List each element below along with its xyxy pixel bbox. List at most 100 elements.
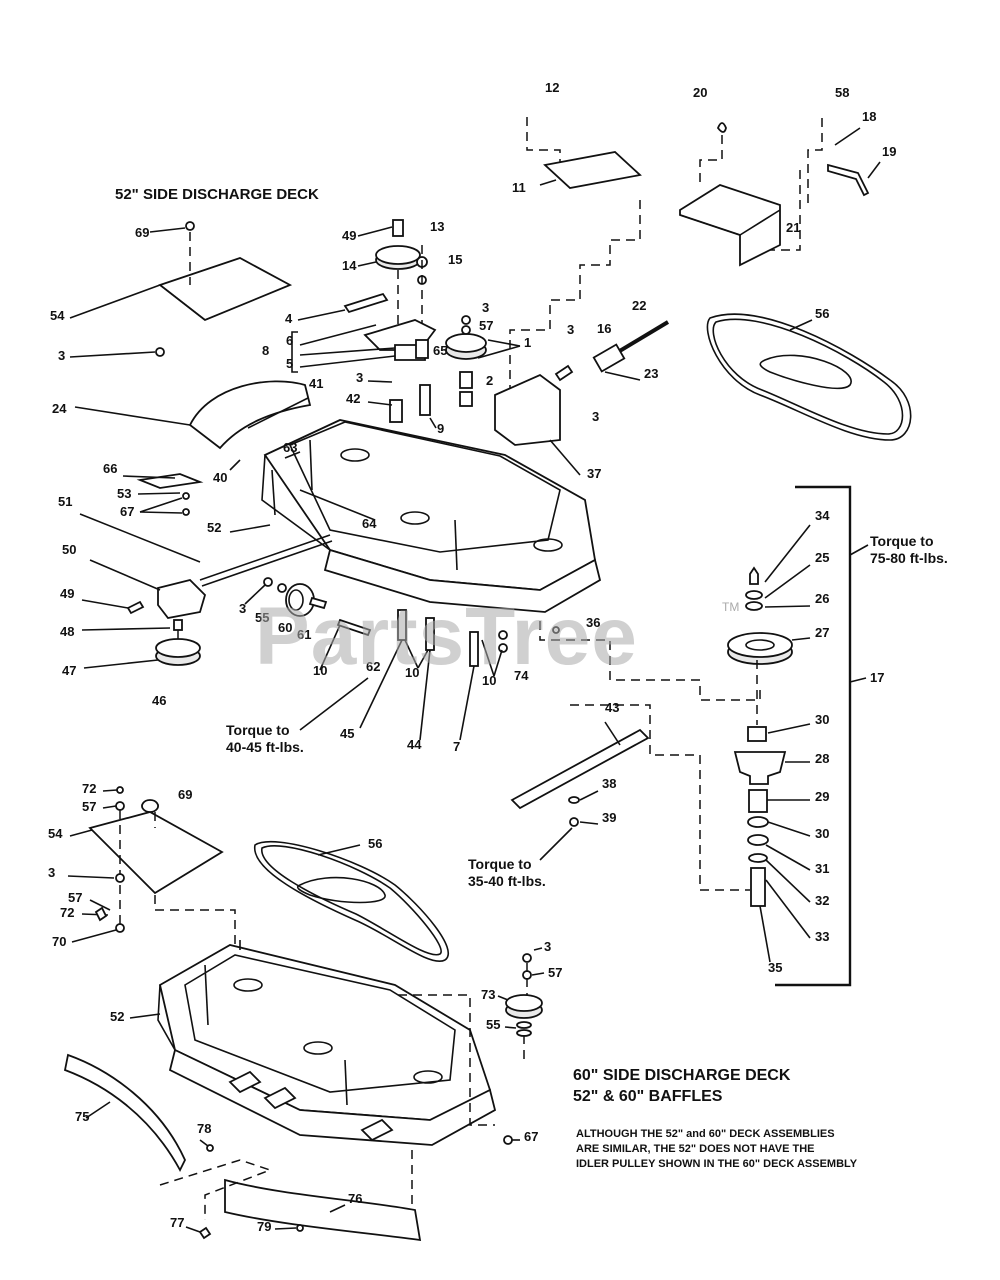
assembly-note: ALTHOUGH THE 52" and 60" DECK ASSEMBLIES… <box>576 1127 857 1172</box>
torque-note-line: 35-40 ft-lbs. <box>468 873 546 889</box>
part-callout-10: 10 <box>482 673 496 688</box>
part-callout-52: 52 <box>207 520 221 535</box>
part-callout-57: 57 <box>479 318 493 333</box>
part-callout-40: 40 <box>213 470 227 485</box>
part-callout-49: 49 <box>342 228 356 243</box>
part-callout-41: 41 <box>309 376 323 391</box>
part-21-mounting-plate <box>679 184 781 267</box>
part-callout-25: 25 <box>815 550 829 565</box>
part-callout-55: 55 <box>255 610 269 625</box>
part-callout-63: 63 <box>283 440 297 455</box>
part-callout-67: 67 <box>120 504 134 519</box>
part-callout-19: 19 <box>882 144 896 159</box>
part-callout-52: 52 <box>110 1009 124 1024</box>
torque-note-line: 75-80 ft-lbs. <box>870 550 948 566</box>
part-callout-24: 24 <box>52 401 67 416</box>
top-hardware-group <box>509 117 881 395</box>
part-callout-22: 22 <box>632 298 646 313</box>
gauge-wheel-60 <box>244 577 328 617</box>
watermark-trademark: TM <box>722 600 740 614</box>
part-callout-28: 28 <box>815 751 829 766</box>
watermark-text: PartsTree <box>255 591 638 682</box>
part-callout-21: 21 <box>786 220 800 235</box>
part-callout-3: 3 <box>544 939 551 954</box>
part-callout-75: 75 <box>75 1109 89 1124</box>
torque-note-line: Torque to <box>226 722 290 738</box>
part-callout-53: 53 <box>117 486 131 501</box>
part-callout-8: 8 <box>262 343 269 358</box>
deck60-cover-54 <box>67 786 236 945</box>
torque-note-line: 40-45 ft-lbs. <box>226 739 304 755</box>
deck60-housing <box>129 940 520 1220</box>
part-callout-51: 51 <box>58 494 72 509</box>
part-callout-48: 48 <box>60 624 74 639</box>
drive-shaft-group <box>554 320 670 382</box>
part-callout-66: 66 <box>103 461 117 476</box>
part-callout-16: 16 <box>597 321 611 336</box>
deck52-cover-54 <box>69 221 293 358</box>
part-callout-57: 57 <box>548 965 562 980</box>
part-callout-4: 4 <box>285 311 293 326</box>
deck60-title-line: 60" SIDE DISCHARGE DECK <box>573 1067 791 1084</box>
part-callout-26: 26 <box>815 591 829 606</box>
idler-pulley-stack <box>291 219 521 429</box>
part-callout-45: 45 <box>340 726 354 741</box>
part-callout-2: 2 <box>486 373 493 388</box>
part-callout-9: 9 <box>437 421 444 436</box>
part-callout-10: 10 <box>405 665 419 680</box>
torque-note-35-40: Torque to 35-40 ft-lbs. <box>468 856 546 890</box>
part-callout-5: 5 <box>286 356 293 371</box>
part-callout-27: 27 <box>815 625 829 640</box>
part-callout-3: 3 <box>48 865 55 880</box>
part-callout-30: 30 <box>815 826 829 841</box>
part-callout-3: 3 <box>567 322 574 337</box>
part-callout-44: 44 <box>407 737 422 752</box>
part-callout-76: 76 <box>348 1191 362 1206</box>
part-callout-32: 32 <box>815 893 829 908</box>
part-callout-72: 72 <box>60 905 74 920</box>
part-callout-11: 11 <box>512 180 526 195</box>
part-callout-77: 77 <box>170 1215 184 1230</box>
spindle-assembly-17 <box>539 485 869 987</box>
part-callout-3: 3 <box>58 348 65 363</box>
assembly-note-line: ALTHOUGH THE 52" and 60" DECK ASSEMBLIES <box>576 1128 835 1140</box>
part-callout-57: 57 <box>68 890 82 905</box>
part-callout-67: 67 <box>524 1129 538 1144</box>
part-callout-38: 38 <box>602 776 616 791</box>
deflector-24 <box>74 380 312 450</box>
part-callout-30: 30 <box>815 712 829 727</box>
part-callout-10: 10 <box>313 663 327 678</box>
part-callout-3: 3 <box>482 300 489 315</box>
torque-note-75-80: Torque to 75-80 ft-lbs. <box>870 533 948 567</box>
part-callout-39: 39 <box>602 810 616 825</box>
part-callout-43: 43 <box>605 700 619 715</box>
part-callout-6: 6 <box>286 333 293 348</box>
part-callout-54: 54 <box>48 826 63 841</box>
part-callout-56: 56 <box>815 306 829 321</box>
part-callout-3: 3 <box>592 409 599 424</box>
part-callout-17: 17 <box>870 670 884 685</box>
part-callout-65: 65 <box>433 343 447 358</box>
part-19-pin <box>827 163 870 197</box>
torque-note-line: Torque to <box>468 856 532 872</box>
part-callout-64: 64 <box>362 516 377 531</box>
part-callout-34: 34 <box>815 508 830 523</box>
gearbox-50 <box>79 459 333 669</box>
assembly-note-line: ARE SIMILAR, THE 52" DOES NOT HAVE THE <box>576 1143 815 1155</box>
belt-56-lower <box>254 840 449 963</box>
deck-bolts <box>299 609 560 741</box>
part-11-cover <box>543 151 642 189</box>
part-callout-70: 70 <box>52 934 66 949</box>
deck52-housing <box>229 373 602 613</box>
idler-pulley-73 <box>497 947 545 1060</box>
part-callout-29: 29 <box>815 789 829 804</box>
part-callout-37: 37 <box>587 466 601 481</box>
deck60-title: 60" SIDE DISCHARGE DECK 52" & 60" BAFFLE… <box>573 1065 790 1107</box>
part-callout-33: 33 <box>815 929 829 944</box>
part-callout-78: 78 <box>197 1121 211 1136</box>
part-callout-1: 1 <box>524 335 531 350</box>
part-callout-56: 56 <box>368 836 382 851</box>
part-callout-58: 58 <box>835 85 849 100</box>
part-callout-60: 60 <box>278 620 292 635</box>
